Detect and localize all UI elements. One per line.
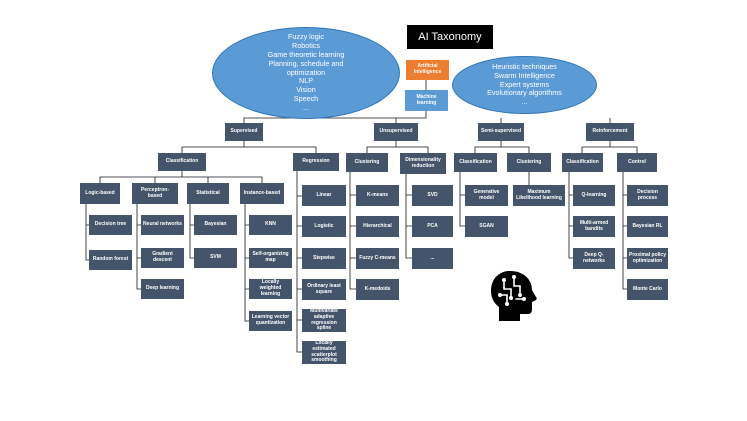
node-reinforcement-classification: Classification	[562, 153, 603, 172]
leaf-generative-model: Generative model	[465, 185, 508, 206]
right-ellipse-item: Swarm Intelligence	[494, 70, 555, 80]
diagram-title: AI Taxonomy	[407, 25, 493, 49]
left-ellipse-item: Vision	[296, 85, 316, 95]
leaf-locally-estimated-scatterplot-smoothing: Locally estimated scatterplot smoothing	[302, 340, 346, 364]
right-ellipse-item: Expert systems	[499, 79, 550, 89]
leaf-deep-learning: Deep learning	[141, 279, 184, 299]
leaf-gradient-descent: Gradient descent	[141, 248, 184, 268]
leaf-multi-armed-bandits: Multi-armed bandits	[573, 216, 615, 237]
left-ellipse-item: ...	[303, 102, 309, 112]
leaf-logistic: Logistic	[302, 216, 346, 237]
leaf-dimred-more: ...	[412, 248, 453, 269]
node-supervised: Supervised	[225, 123, 263, 141]
node-machine-learning: Machine learning	[405, 90, 448, 111]
node-control: Control	[617, 153, 657, 172]
node-dimensionality-reduction: Dimensionality reduction	[400, 153, 446, 174]
left-ellipse-item: Robotics	[292, 41, 320, 51]
node-supervised-classification: Classification	[158, 153, 206, 171]
left-ellipse-item: Game theoretic learning	[267, 50, 345, 60]
right-ellipse-item: ...	[521, 97, 528, 107]
node-unsupervised-clustering: Clustering	[346, 153, 388, 172]
leaf-knn: KNN	[249, 215, 292, 235]
node-reinforcement: Reinforcement	[586, 123, 634, 141]
leaf-pca: PCA	[412, 216, 453, 237]
node-semi-classification: Classification	[454, 153, 497, 172]
right-ellipse: Heuristic techniques Swarm Intelligence …	[452, 56, 597, 114]
leaf-bayesian-rl: Bayesian RL	[627, 216, 668, 237]
node-logic-based: Logic-based	[80, 183, 120, 204]
left-ellipse: Fuzzy logic Robotics Game theoretic lear…	[212, 27, 400, 119]
leaf-self-organizing-map: Self-organizing map	[249, 248, 292, 268]
leaf-stepwise: Stepwise	[302, 248, 346, 269]
leaf-svm: SVM	[194, 248, 237, 268]
leaf-bayesian: Bayesian	[194, 215, 237, 235]
leaf-proximal-policy-optimization: Proximal policy optimization	[627, 248, 668, 269]
leaf-svd: SVD	[412, 185, 453, 206]
node-unsupervised: Unsupervised	[374, 123, 418, 141]
leaf-maximum-likelihood-learning: Maximum Likelihood learning	[513, 185, 565, 206]
leaf-decision-tree: Decision tree	[89, 215, 132, 235]
left-ellipse-item: Fuzzy logic	[288, 32, 324, 42]
ai-head-icon	[491, 271, 537, 321]
leaf-q-learning: Q-learning	[573, 185, 615, 206]
leaf-k-medoids: K-medoids	[356, 279, 399, 300]
node-regression: Regression	[293, 153, 339, 171]
right-ellipse-item: Heuristic techniques	[492, 62, 557, 72]
leaf-deep-q-networks: Deep Q-networks	[573, 248, 615, 269]
node-perceptron-based: Perceptron-based	[132, 183, 178, 204]
leaf-fuzzy-c-means: Fuzzy C-means	[356, 248, 399, 269]
leaf-sgan: SGAN	[465, 216, 508, 237]
node-semi-supervised: Semi-supervised	[478, 123, 524, 141]
leaf-locally-weighted-learning: Locally weighted learning	[249, 279, 292, 299]
leaf-hierarchical: Hierarchical	[356, 216, 399, 237]
leaf-k-means: K-means	[356, 185, 399, 206]
node-instance-based: Instance-based	[240, 183, 284, 204]
node-statistical: Statistical	[187, 183, 229, 204]
leaf-linear: Linear	[302, 185, 346, 206]
node-artificial-intelligence: Artificial Intelligence	[406, 60, 449, 80]
leaf-monte-carlo: Monte Carlo	[627, 279, 668, 300]
leaf-neural-networks: Neural networks	[141, 215, 184, 235]
leaf-learning-vector-quantization: Learning vector quantization	[249, 311, 292, 331]
leaf-multivariate-adaptive-regression-spline: Multivariate adaptive regression spline	[302, 308, 346, 332]
left-ellipse-item: NLP	[299, 76, 313, 86]
right-ellipse-item: Evolutionary algorithms	[487, 88, 562, 98]
left-ellipse-item: Planning, schedule and	[268, 58, 344, 68]
left-ellipse-item: optimization	[286, 67, 326, 77]
node-semi-clustering: Clustering	[507, 153, 551, 172]
leaf-random-forest: Random forest	[89, 250, 132, 270]
leaf-decision-process: Decision process	[627, 185, 668, 206]
leaf-ordinary-least-square: Ordinary least square	[302, 279, 346, 300]
left-ellipse-item: Speech	[293, 93, 319, 103]
